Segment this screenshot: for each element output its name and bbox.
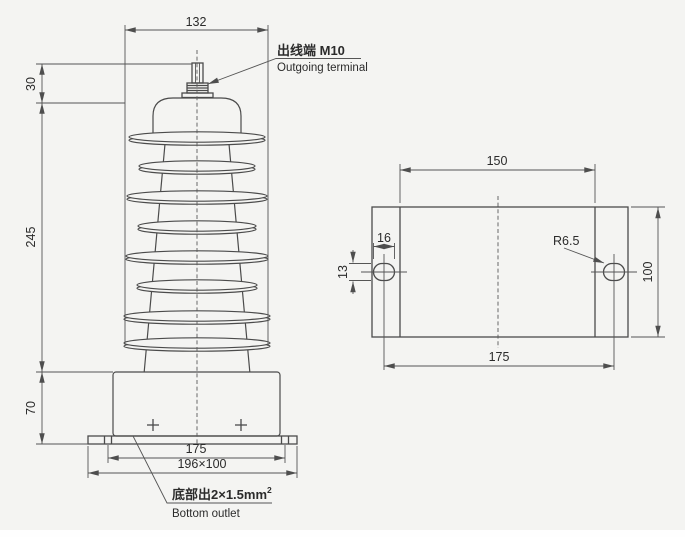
- dim-text-13: 13: [336, 265, 350, 279]
- mounting-slot-left: [361, 254, 407, 370]
- screw-mark-left: [147, 419, 159, 431]
- outgoing-terminal-label-zh: 出线端 M10: [277, 43, 345, 58]
- dim-body-width: 150: [399, 154, 596, 203]
- slot-radius-callout: R6.5: [553, 234, 605, 264]
- bottom-outlet-label-en: Bottom outlet: [172, 508, 241, 520]
- bottom-outlet-callout: 底部出2×1.5mm2 Bottom outlet: [132, 435, 272, 520]
- dim-shed-diameter: 132: [124, 15, 269, 346]
- dim-slot-height: 13: [336, 250, 371, 294]
- dim-plate-depth: 100: [631, 206, 665, 338]
- dim-flange-size: 196×100: [87, 446, 298, 478]
- dim-slot-spacing-front: 175: [107, 442, 286, 463]
- dim-text-245: 245: [24, 227, 38, 248]
- dim-text-150: 150: [487, 154, 508, 168]
- base-box: [112, 371, 281, 437]
- dim-terminal-height: 30: [24, 63, 192, 104]
- base-plate-outline: [371, 206, 629, 338]
- mounting-flange: [87, 435, 298, 445]
- terminal-stud: [181, 62, 214, 99]
- dim-text-30: 30: [24, 77, 38, 91]
- dim-text-r6-5: R6.5: [553, 234, 579, 248]
- dim-slot-length: 16: [373, 231, 395, 259]
- scan-artifact-strip: [0, 530, 685, 537]
- dim-base-height: 70: [24, 372, 88, 445]
- dim-text-16: 16: [377, 231, 391, 245]
- dim-text-196x100: 196×100: [177, 457, 226, 471]
- outgoing-terminal-label-en: Outgoing terminal: [277, 62, 368, 74]
- dim-text-175-plan: 175: [489, 350, 510, 364]
- dim-slot-spacing-plan: 175: [384, 350, 614, 369]
- bottom-outlet-label-zh: 底部出2×1.5mm2: [172, 485, 272, 502]
- dim-text-70: 70: [24, 401, 38, 415]
- base-plan-view: 150 16 13 R6.5 100: [336, 154, 665, 370]
- dim-housing-height: 245: [24, 103, 113, 373]
- front-view: 132 30 245 70 175: [24, 15, 368, 520]
- outgoing-terminal-callout: 出线端 M10 Outgoing terminal: [207, 43, 368, 85]
- mounting-slot-right: [591, 254, 637, 370]
- dim-text-175-front: 175: [186, 442, 207, 456]
- dim-text-100: 100: [641, 262, 655, 283]
- screw-mark-right: [235, 419, 247, 431]
- dim-text-132: 132: [186, 15, 207, 29]
